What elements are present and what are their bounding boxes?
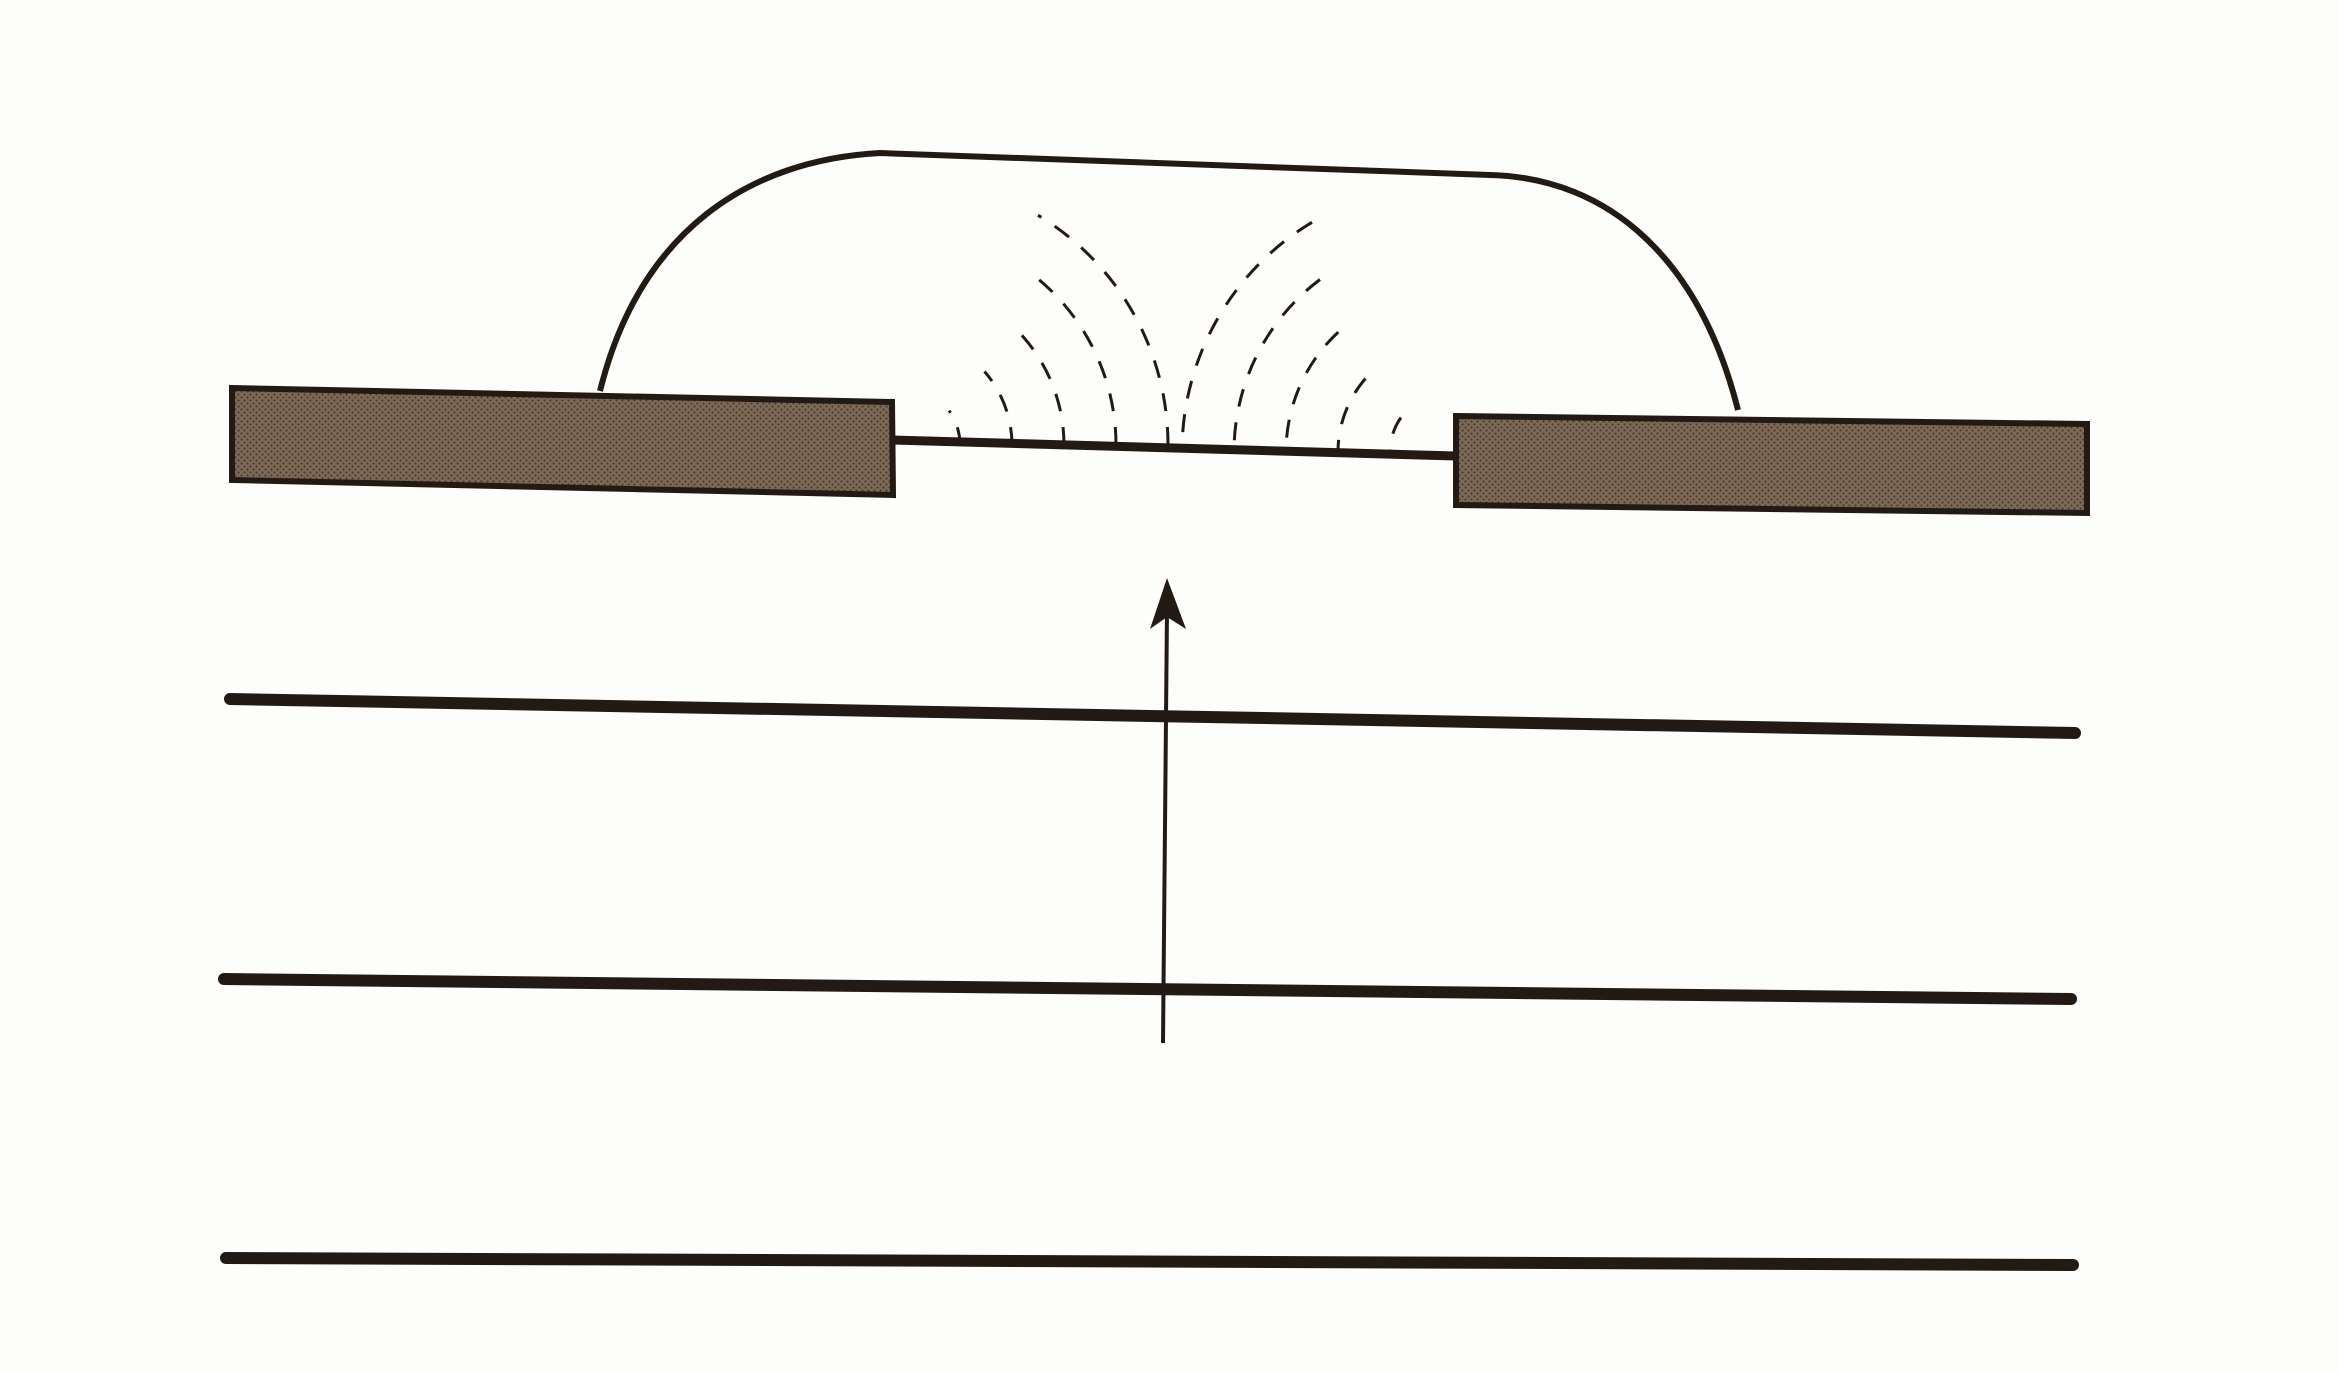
diffracted-wavefront [1029, 271, 1118, 446]
diffracted-wavefront [1037, 214, 1170, 446]
incoming-wavefronts [218, 693, 2081, 1271]
incoming-wavefront [224, 693, 2081, 739]
diffracted-wavefront [1336, 377, 1367, 453]
diffracted-wavefront [1284, 331, 1340, 453]
diffracted-wavefront [1180, 221, 1313, 453]
left-barrier [229, 384, 897, 499]
diffracted-wavefront [1232, 278, 1321, 453]
arrow-shaft [1161, 609, 1169, 1044]
diffracted-wavefront [1388, 416, 1403, 453]
diffracted-wavefront [947, 409, 962, 446]
gap-wavefront [891, 435, 1457, 461]
propagation-arrow [1150, 578, 1186, 1044]
diffracted-wave-envelope [597, 149, 1741, 411]
diffracted-wavefront [1010, 324, 1066, 446]
diffracted-wavefront [983, 370, 1014, 446]
incoming-wavefront [220, 1252, 2079, 1271]
diffracted-wavefronts [947, 214, 1403, 453]
right-barrier [1453, 412, 2090, 517]
arrowhead [1150, 578, 1186, 629]
incoming-wavefront [218, 973, 2077, 1005]
